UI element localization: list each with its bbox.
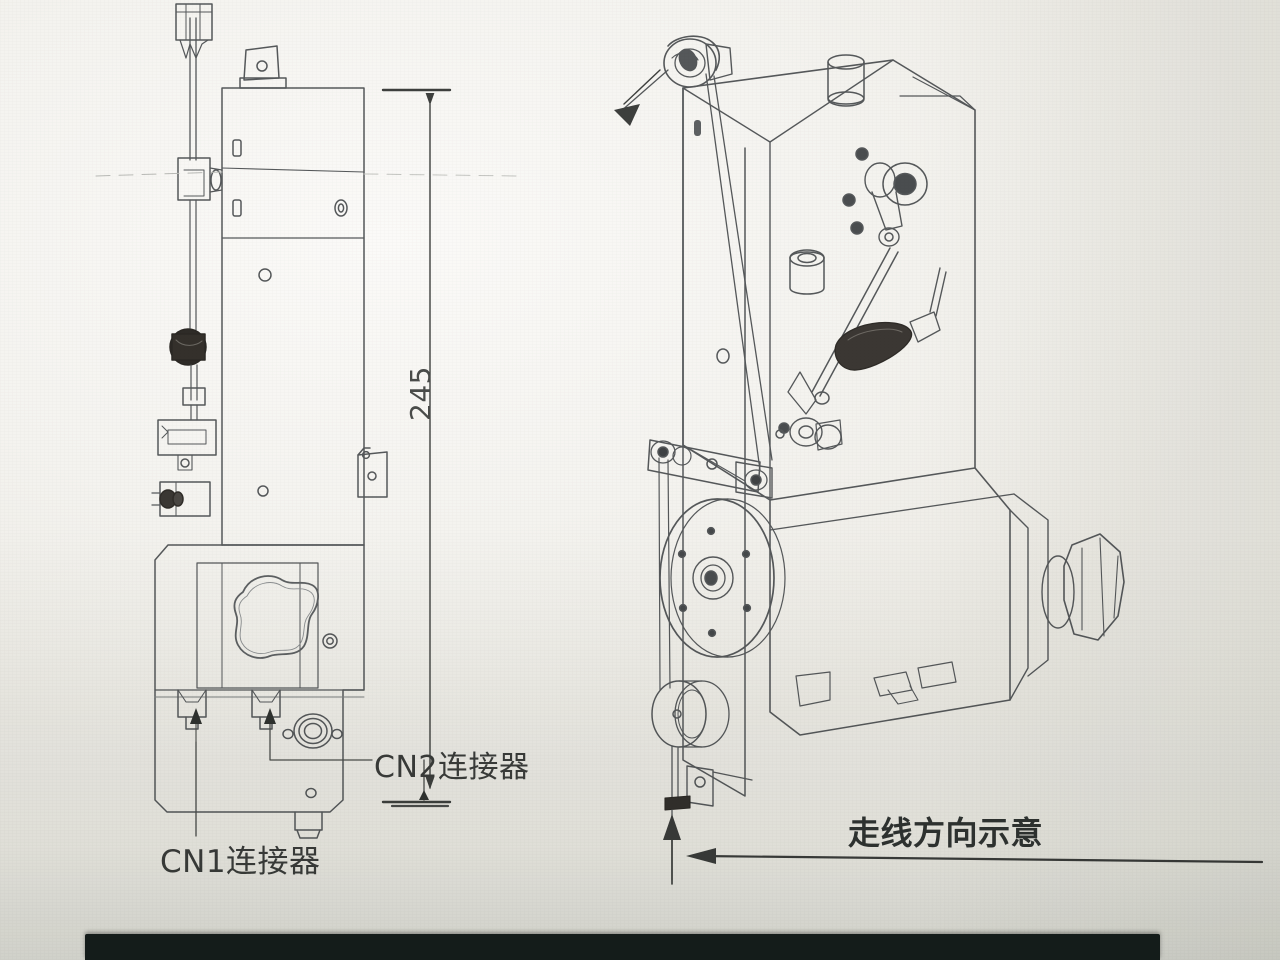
right-isometric-view: [619, 35, 1125, 881]
photo-bottom-edge-band: [85, 934, 1160, 960]
cn2-connector-label: CN2连接器: [374, 742, 529, 786]
wire-end-up-arrow: [663, 814, 681, 885]
cn1-connector-label: CN1连接器: [160, 836, 321, 881]
wire-direction-arrow: [686, 848, 1264, 864]
callout-leaders: [195, 711, 450, 837]
wire-direction-label: 走线方向示意: [848, 808, 1043, 854]
left-side-elevation: [151, 3, 452, 839]
